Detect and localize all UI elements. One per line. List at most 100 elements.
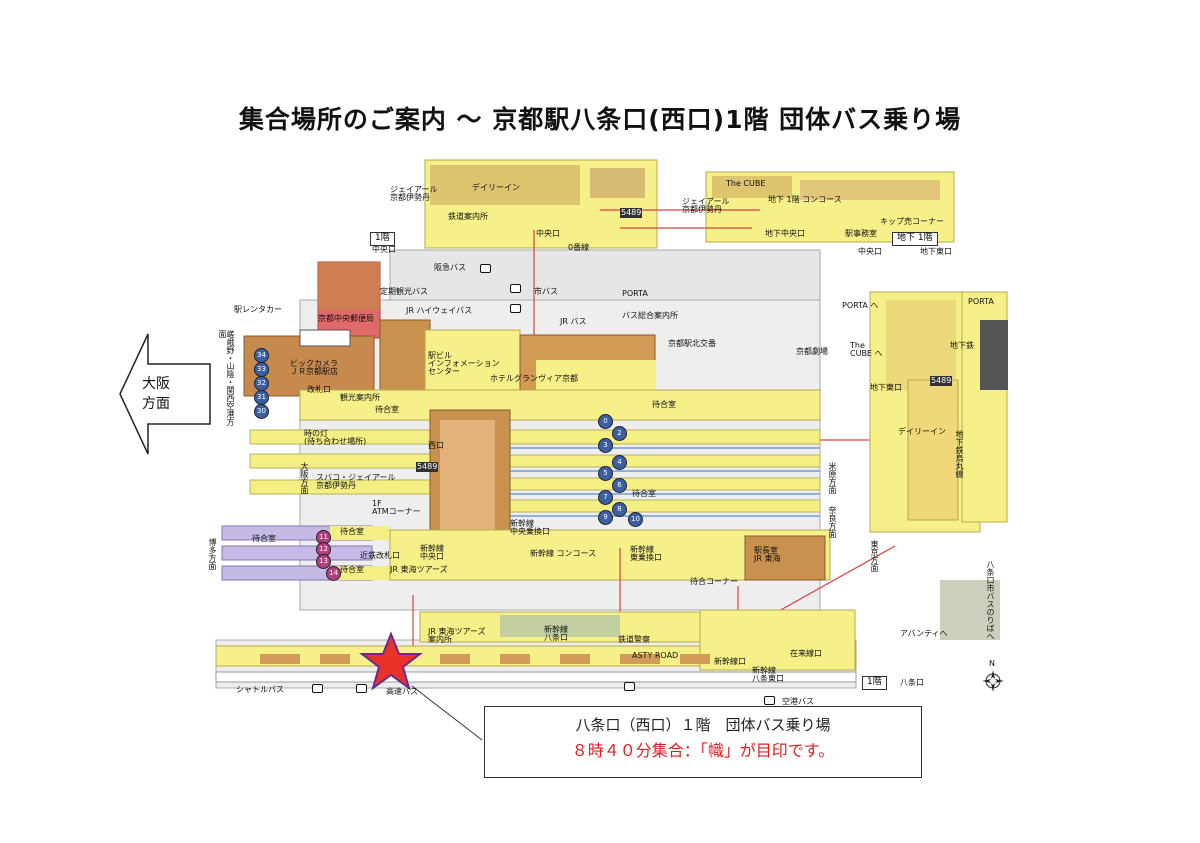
label-kitaguchi-koban: 京都駅北交番 [668, 339, 716, 348]
platform-33-marker: 33 [254, 362, 269, 377]
platform-10-marker: 10 [628, 512, 643, 527]
platform-6-marker: 6 [612, 478, 627, 493]
platform-13-marker: 13 [316, 554, 331, 569]
label-tetsudo-annai: 鉄道案内所 [448, 212, 488, 221]
label-ekijimushitsu: 駅事務室 [845, 229, 877, 238]
meeting-point-star [359, 631, 423, 691]
label-chika-chuo: 地下中央口 [765, 229, 805, 238]
label-maibara-homen: 米原方面 [828, 462, 837, 494]
label-porta: PORTA [622, 289, 648, 298]
label-eki-biru-info: 駅ビル インフォメーション センター [428, 351, 500, 376]
floor-tag-b1: 地下 1階 [892, 232, 938, 246]
label-shi-bus: 市バス [534, 287, 558, 296]
label-tetsudo-keisatsu: 鉄道警察 [618, 635, 650, 644]
platform-30-marker: 30 [254, 404, 269, 419]
label-chikatetsu: 地下鉄 [950, 341, 974, 350]
label-nishiguchi: 西口 [428, 441, 444, 450]
label-jr-bus: JR バス [560, 317, 587, 326]
compass-north-label: N [989, 659, 995, 668]
label-nara-homen: 奈良方面 [828, 506, 837, 538]
label-shinkansen-kaisatsu: 新幹線口 [714, 657, 746, 666]
label-machiai2: 待合室 [652, 400, 676, 409]
platform-0-marker: 0 [598, 414, 613, 429]
label-kuko-bus: 空港バス [782, 697, 814, 706]
label-jr-isetan-2: ジェイアール 京都伊勢丹 [682, 197, 730, 214]
label-shinkansen-higashi2: 新幹線 八条東口 [752, 666, 784, 683]
bus-icon [356, 684, 367, 693]
label-avanti: アバンティへ [900, 629, 948, 638]
label-kaisatsu: 改札口 [307, 385, 331, 394]
label-daily-in: デイリーイン [472, 183, 520, 192]
label-hotel-granvia: ホテルグランヴィア京都 [490, 374, 578, 383]
label-zero-track: 0番線 [568, 243, 590, 252]
bus-icon [510, 284, 521, 293]
label-teiki-kanko: 定期観光バス [380, 287, 428, 296]
label-hakata-homen: 博多方面 [208, 538, 217, 570]
bus-icon [510, 304, 521, 313]
platform-9-marker: 9 [598, 510, 613, 525]
label-porta2: PORTA [968, 297, 994, 306]
label-kosoku-bus: 高速バス [386, 687, 418, 696]
platform-8-marker: 8 [612, 502, 627, 517]
label-machiai: 待合室 [375, 405, 399, 414]
bus-icon [764, 696, 775, 705]
exit-central-mark: 中央口 [858, 247, 882, 256]
label-ekichoshitsu: 駅長室 JR 東海 [754, 546, 781, 563]
label-bus-annai: バス総合案内所 [622, 311, 678, 320]
label-machiai-corner: 待合コーナー [690, 577, 738, 586]
label-daily-in2: デイリーイン [898, 427, 946, 436]
label-shinkansen-chuoguchi: 新幹線 中央口 [420, 544, 444, 561]
label-spaco-isetan: スバコ・ジェイアール 京都伊勢丹 [316, 473, 396, 490]
label-kanko-annai: 観光案内所 [340, 393, 380, 402]
exit-underground-east: 地下東口 [920, 247, 952, 256]
ticket-machine-5489-a: 5489 [620, 208, 643, 218]
label-chuo-yubin: 京都中央郵便局 [318, 314, 374, 323]
label-machiai4: 待合室 [252, 534, 276, 543]
label-shinkansen-hachijo: 新幹線 八条口 [544, 625, 568, 642]
label-the-cube: The CUBE [726, 179, 766, 188]
direction-line2: 方面 [142, 396, 170, 412]
label-zairai-kaisatsu: 在来線口 [790, 649, 822, 658]
label-hankyu-bus: 阪急バス [434, 263, 466, 272]
osaka-direction-label: 大阪 方面 [142, 374, 170, 414]
platform-34-marker: 34 [254, 348, 269, 363]
label-machiai5: 待合室 [340, 527, 364, 536]
label-hachijo-bus-noriba: 八条口市バスのりばへ [986, 560, 995, 640]
label-sanin-kansai: 嵯峨野・山陰・関西空港方面 [218, 330, 235, 426]
meeting-time-text: ８時４０分集合：「幟」が目印です。 [571, 741, 835, 760]
exit-central-north: 中央口 [372, 245, 396, 254]
label-jr-tokai-tours: JR 東海ツアーズ [390, 565, 448, 574]
direction-line1: 大阪 [142, 376, 170, 392]
label-porta-he: PORTA へ [842, 301, 879, 310]
label-tokyo-homen: 東京方面 [870, 540, 879, 572]
label-osaka-homen: 大阪方面 [300, 462, 309, 494]
label-jr-tokai-tours2: JR 東海ツアーズ 案内所 [428, 627, 486, 644]
platform-14-marker: 14 [326, 566, 341, 581]
platform-2-marker: 2 [612, 426, 627, 441]
label-shinkansen-chuo: 新幹線 中央乗換口 [510, 519, 550, 536]
bus-icon [480, 264, 491, 273]
label-atm: 1F ATMコーナー [372, 499, 421, 516]
label-chuo-guchi-n: 中央口 [536, 229, 560, 238]
label-machiai3: 待合室 [632, 489, 656, 498]
ticket-machine-5489-b: 5489 [930, 376, 953, 386]
label-gekijo: 京都劇場 [796, 347, 828, 356]
page-title: 集合場所のご案内 ～ 京都駅八条口(西口)1階 団体バス乗り場 [238, 105, 962, 134]
meeting-info-box: 八条口（西口）１階 団体バス乗り場 ８時４０分集合：「幟」が目印です。 [484, 706, 922, 778]
floor-tag-1f-south: 1階 [862, 676, 887, 690]
meeting-location-text: 八条口（西口）１階 団体バス乗り場 [575, 716, 831, 734]
label-asty-road: ASTY ROAD [632, 651, 679, 660]
floor-tag-1f-north: 1階 [370, 232, 395, 246]
label-chika-karasuma: 地下鉄烏丸線 [955, 430, 964, 478]
ticket-machine-5489-c: 5489 [416, 462, 439, 472]
label-kintetsu-kaisatsu: 近鉄改札口 [360, 551, 400, 560]
north-compass-icon [982, 670, 1004, 692]
exit-hachijo: 八条口 [900, 678, 924, 687]
label-toki-no-hi: 時の灯 (待ち合わせ場所) [304, 429, 367, 446]
bus-icon [624, 682, 635, 691]
label-chika-higashi: 地下東口 [870, 383, 902, 392]
label-chika1-concourse: 地下 1階 コンコース [768, 195, 842, 204]
platform-7-marker: 7 [598, 490, 613, 505]
label-the-cube-he: The CUBE へ [850, 341, 883, 358]
